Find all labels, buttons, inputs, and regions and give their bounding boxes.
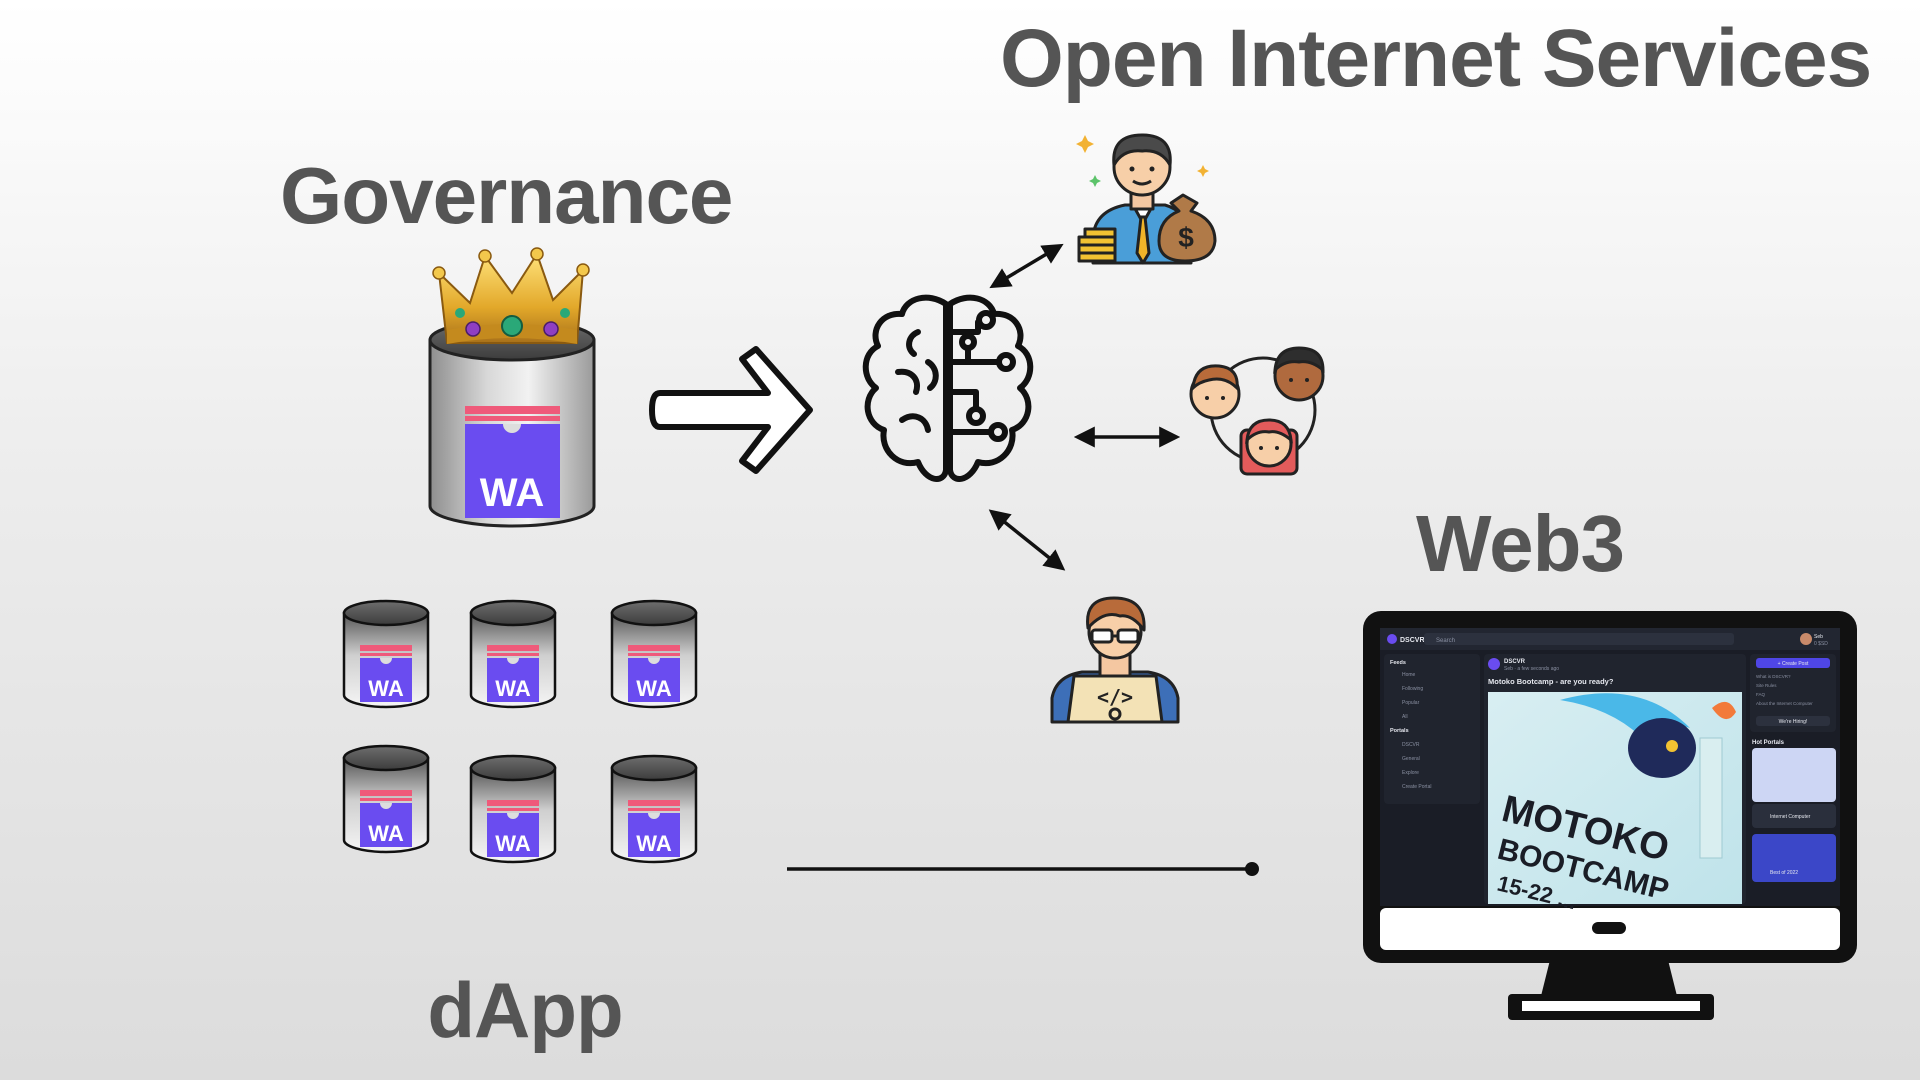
wa-logo: WA <box>465 406 560 518</box>
screen-hiring: We're Hiring! <box>1779 719 1808 725</box>
screen-nav-item: All <box>1402 714 1408 720</box>
dapp-canister: WA <box>610 754 698 864</box>
svg-text:$: $ <box>1178 222 1194 253</box>
person-face <box>1239 418 1299 476</box>
svg-text:</>: </> <box>1097 685 1133 709</box>
arrow-brain-investor <box>989 243 1064 289</box>
person-face <box>1189 364 1241 420</box>
screen-post-meta: Seb · a few seconds ago <box>1504 666 1559 672</box>
screen-user: Seb <box>1814 634 1823 640</box>
developer-laptop-icon: </> <box>1050 596 1180 724</box>
title-web3: Web3 <box>1416 499 1625 588</box>
wa-label: WA <box>495 676 531 701</box>
screen-hot-portal-2: Best of 2022 <box>1770 870 1798 876</box>
dapp-canister: WA <box>342 599 430 709</box>
crown-icon <box>432 247 590 344</box>
governance-canister: WA <box>428 247 596 528</box>
screen-nav-item: Popular <box>1402 700 1420 706</box>
screen-post-author: DSCVR <box>1504 659 1526 665</box>
wa-label: WA <box>636 831 672 856</box>
dapp-canister: WA <box>469 599 557 709</box>
people-circle-icon <box>1189 346 1325 476</box>
screen-nav-heading: Feeds <box>1390 660 1406 666</box>
screen-nav-item: DSCVR <box>1402 742 1420 748</box>
screen-hot-portal-1: Internet Computer <box>1770 814 1811 820</box>
hollow-arrow-icon <box>649 346 813 474</box>
desktop-monitor-icon: DSCVR Search Seb 0 $SD FeedsHomeFollowin… <box>1363 611 1857 1020</box>
arrow-brain-developer <box>988 509 1066 571</box>
screen-nav-item: General <box>1402 756 1420 762</box>
screen-search-placeholder: Search <box>1436 638 1455 644</box>
dapp-canister: WA <box>610 599 698 709</box>
wa-label: WA <box>368 676 404 701</box>
title-open-internet-services: Open Internet Services <box>1000 13 1872 104</box>
screen-nav-heading: Portals <box>1390 728 1409 734</box>
title-governance: Governance <box>280 151 733 240</box>
screen-nav-item: Create Portal <box>1402 784 1431 790</box>
screen-hot-portals-heading: Hot Portals <box>1752 740 1785 746</box>
screen-create-post: + Create Post <box>1778 661 1809 667</box>
screen-app-name: DSCVR <box>1400 637 1425 644</box>
wa-label: WA <box>636 676 672 701</box>
wa-label: WA <box>368 821 404 846</box>
screen-nav-item: Explore <box>1402 770 1419 776</box>
dscvr-screen: DSCVR Search Seb 0 $SD FeedsHomeFollowin… <box>1380 628 1840 914</box>
brain-circuit-icon <box>862 294 1034 482</box>
person-face <box>1273 346 1325 402</box>
screen-balance: 0 $SD <box>1814 641 1828 647</box>
screen-right-link: What is DSCVR? <box>1756 674 1791 679</box>
wa-label: WA <box>495 831 531 856</box>
screen-right-link: Site Rules <box>1756 683 1777 688</box>
dapp-canister: WA <box>469 754 557 864</box>
screen-right-link: About the Internet Computer <box>1756 701 1813 706</box>
connector-dot <box>1245 862 1259 876</box>
businessman-money-bag-icon: $ <box>1076 133 1217 265</box>
wa-label: WA <box>480 471 544 515</box>
screen-post-title: Motoko Bootcamp - are you ready? <box>1488 677 1614 686</box>
screen-nav-item: Home <box>1402 672 1416 678</box>
title-dapp: dApp <box>427 966 623 1054</box>
screen-right-link: FAQ <box>1756 692 1766 697</box>
dapp-canister: WA <box>342 744 430 854</box>
screen-nav-item: Following <box>1402 686 1423 692</box>
motoko-poster: MOTOKO BOOTCAMP 15-22 ... <box>1488 692 1742 914</box>
